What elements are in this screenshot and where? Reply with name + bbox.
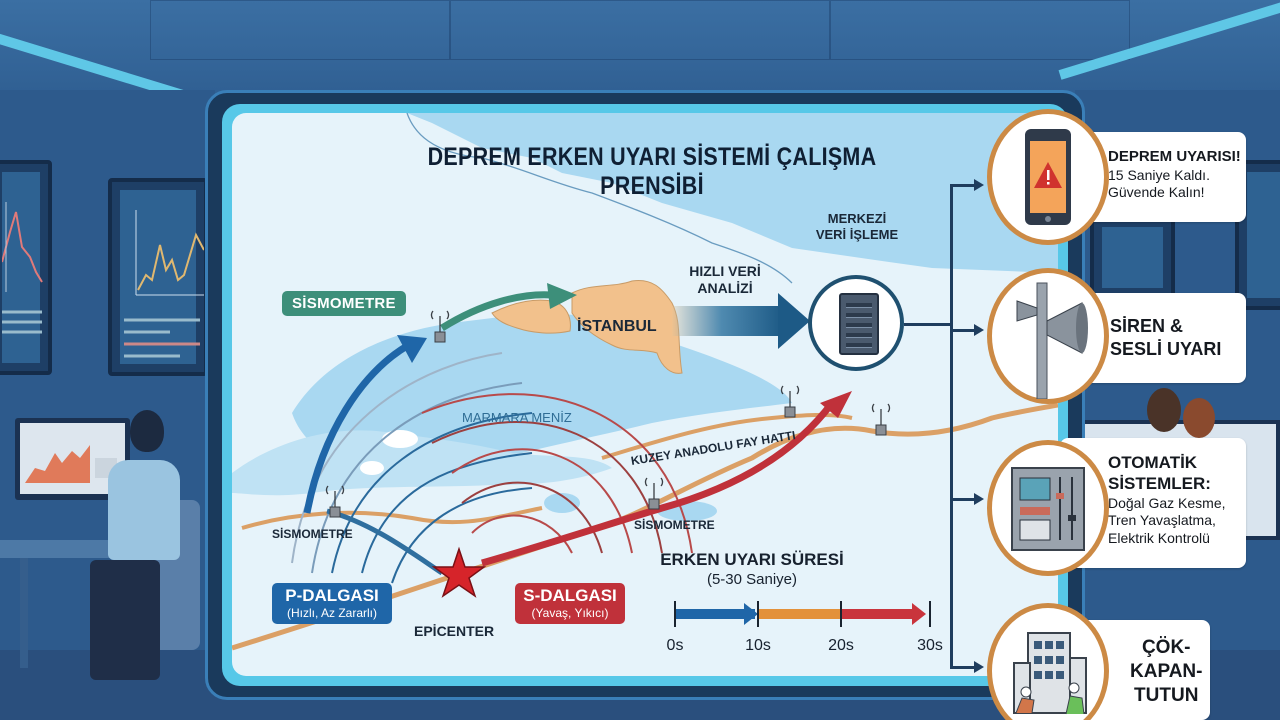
siren-subtitle: SESLİ UYARI bbox=[1110, 338, 1222, 359]
ceiling-panel bbox=[830, 0, 1130, 60]
p-wave-badge: P-DALGASI (Hızlı, Az Zararlı) bbox=[272, 583, 392, 625]
p-wave-title: P-DALGASI bbox=[285, 586, 379, 605]
data-flow-arrow-head bbox=[778, 293, 810, 349]
building-circle bbox=[987, 603, 1109, 720]
person-head bbox=[130, 410, 164, 452]
auto-systems-line: Doğal Gaz Kesme, bbox=[1108, 494, 1226, 511]
arrow-right-icon bbox=[974, 324, 984, 336]
seismometer-label-west: SİSMOMETRE bbox=[272, 527, 353, 541]
auto-systems-line: Tren Yavaşlatma, bbox=[1108, 512, 1216, 528]
timeline-title: ERKEN UYARI SÜRESİ bbox=[660, 550, 844, 569]
output-card-text: OTOMATİK SİSTEMLER: Doğal Gaz Kesme, Tre… bbox=[1108, 452, 1226, 547]
arrow-right-icon bbox=[974, 661, 984, 673]
s-wave-subtitle: (Yavaş, Yıkıcı) bbox=[531, 605, 609, 620]
desk-leg bbox=[20, 558, 28, 668]
auto-systems-title2: SİSTEMLER: bbox=[1108, 474, 1211, 494]
p-wave-subtitle: (Hızlı, Az Zararlı) bbox=[286, 605, 377, 620]
bus-branch bbox=[950, 329, 976, 332]
timeline-segment-orange bbox=[758, 609, 841, 619]
auto-systems-line: Elektrik Kontrolü bbox=[1108, 529, 1210, 546]
phone-alert-line: 15 Saniye Kaldı. bbox=[1108, 166, 1210, 183]
phone-alert-title: DEPREM UYARISI! bbox=[1108, 148, 1241, 165]
central-server bbox=[808, 275, 904, 371]
bus-branch bbox=[950, 666, 976, 669]
siren-title: SİREN & bbox=[1110, 316, 1184, 336]
arrow-head-icon bbox=[744, 603, 758, 625]
drop-cover-line: ÇÖK- bbox=[1141, 637, 1191, 658]
marmara-map bbox=[232, 113, 1058, 651]
timeline-label: 20s bbox=[828, 637, 854, 654]
control-panel-circle bbox=[987, 440, 1109, 576]
istanbul-label: İSTANBUL bbox=[577, 318, 657, 335]
central-processing-label: MERKEZİ VERİ İŞLEME bbox=[802, 211, 912, 242]
colleague-head bbox=[1147, 388, 1181, 432]
phone-alert-circle bbox=[987, 109, 1109, 245]
siren-megaphone-icon bbox=[1016, 282, 1088, 400]
control-panel-icon bbox=[1011, 467, 1085, 551]
ceiling-panel bbox=[150, 0, 450, 60]
timeline-segment-red bbox=[841, 609, 915, 619]
timeline-segment-blue bbox=[675, 609, 755, 619]
central-processing-line1: MERKEZİ bbox=[827, 211, 887, 226]
timeline-tick bbox=[757, 601, 759, 627]
building-people-icon bbox=[1013, 632, 1087, 715]
drop-cover-line: TUTUN bbox=[1134, 684, 1199, 706]
epicenter-label: EPİCENTER bbox=[414, 623, 495, 639]
person-torso bbox=[108, 460, 180, 560]
output-card-text: ÇÖK- KAPAN- TUTUN bbox=[1130, 636, 1202, 707]
drop-cover-line: KAPAN- bbox=[1130, 660, 1203, 682]
colleague-head bbox=[1183, 398, 1215, 438]
s-wave-badge: S-DALGASI (Yavaş, Yıkıcı) bbox=[515, 583, 625, 625]
data-flow-arrow bbox=[672, 306, 782, 336]
server-to-bus-line bbox=[904, 323, 950, 326]
seismometer-label-east: SİSMOMETRE bbox=[634, 518, 715, 532]
timeline-label: 0s bbox=[666, 637, 684, 654]
arrow-head-icon bbox=[912, 603, 926, 625]
line-chart-icon bbox=[1, 202, 43, 334]
phone-alert-icon bbox=[1025, 129, 1071, 225]
timeline-tick bbox=[674, 601, 676, 627]
timeline-tick bbox=[929, 601, 931, 627]
server-icon bbox=[839, 293, 879, 355]
output-card-text: SİREN & SESLİ UYARI bbox=[1110, 315, 1221, 360]
arrow-right-icon bbox=[974, 493, 984, 505]
s-wave-title: S-DALGASI bbox=[523, 586, 617, 605]
diagram-screen: DEPREM ERKEN UYARI SİSTEMİ ÇALIŞMA PRENS… bbox=[232, 113, 1058, 676]
sea-label: MARMARA MENİZ bbox=[462, 410, 572, 425]
wall-monitor-chart bbox=[0, 160, 52, 375]
distribution-bus-line bbox=[950, 184, 953, 669]
bus-branch bbox=[950, 498, 976, 501]
timeline-label: 10s bbox=[745, 637, 771, 654]
wall-monitor-chart bbox=[108, 178, 208, 376]
fast-analysis-label: HIZLI VERİ ANALİZİ bbox=[689, 263, 761, 296]
line-chart-icon bbox=[124, 210, 205, 358]
output-card-text: DEPREM UYARISI! 15 Saniye Kaldı. Güvende… bbox=[1108, 148, 1241, 202]
central-processing-line2: VERİ İŞLEME bbox=[815, 226, 899, 242]
person-legs bbox=[90, 560, 160, 680]
ceiling-panel bbox=[450, 0, 830, 60]
timeline-subtitle: (5-30 Saniye) bbox=[706, 571, 798, 588]
auto-systems-title: OTOMATİK bbox=[1108, 453, 1198, 472]
timeline-label: 30s bbox=[917, 637, 943, 654]
seismometer-tag: SİSMOMETRE bbox=[282, 291, 406, 316]
bus-branch bbox=[950, 184, 976, 187]
arrow-right-icon bbox=[974, 179, 984, 191]
timeline-tick bbox=[840, 601, 842, 627]
siren-circle bbox=[987, 268, 1109, 404]
phone-alert-line: Güvende Kalın! bbox=[1108, 184, 1205, 201]
diagram-title: DEPREM ERKEN UYARI SİSTEMİ ÇALIŞMA PRENS… bbox=[427, 143, 877, 200]
